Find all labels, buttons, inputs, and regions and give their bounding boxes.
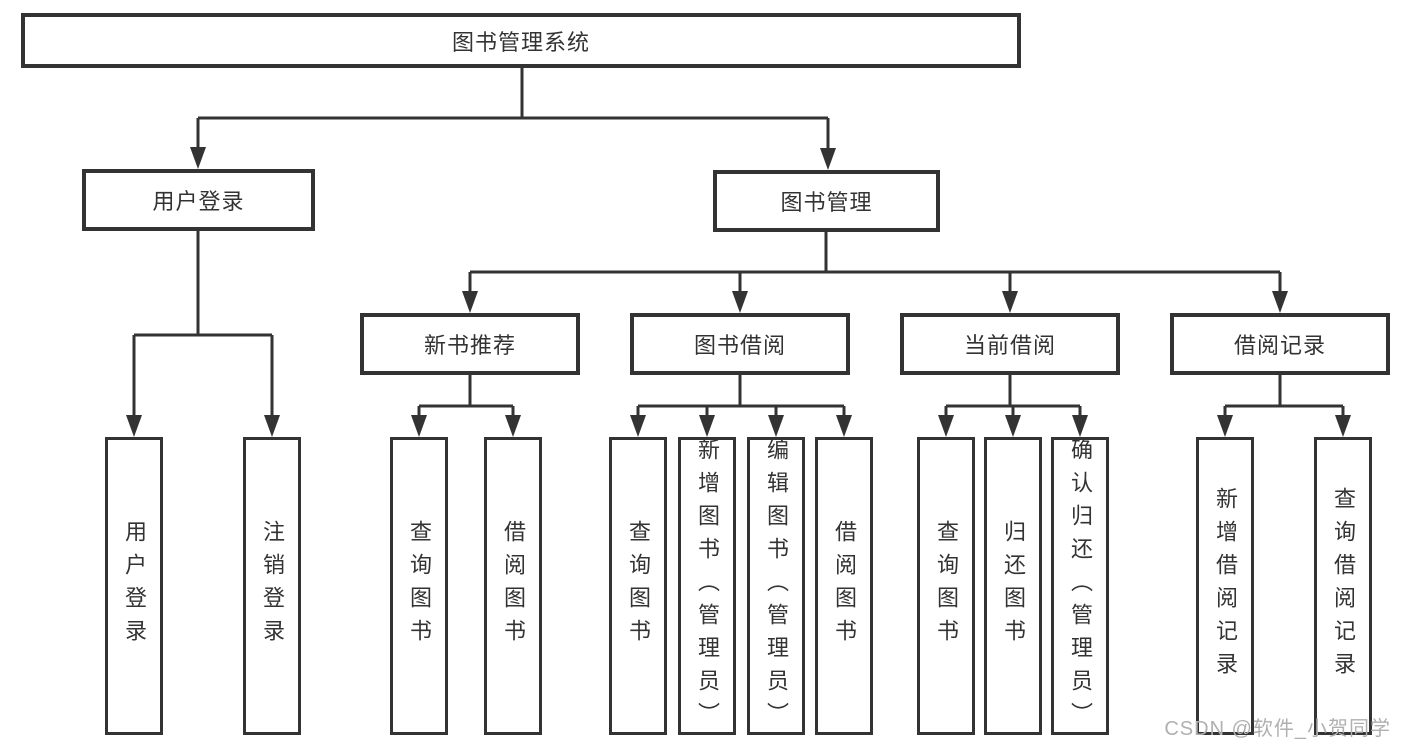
node-new-book-recommend-label: 新书推荐 <box>423 333 516 358</box>
arrowhead <box>462 291 478 313</box>
arrowhead <box>938 415 954 437</box>
arrowhead <box>1072 415 1088 437</box>
leaf-borrow-books-1: 借阅图书 <box>484 437 542 735</box>
node-new-book-recommend: 新书推荐 <box>360 313 580 375</box>
arrowheads <box>126 147 1351 437</box>
leaf-query-books-1: 查询图书 <box>390 437 448 735</box>
node-book-borrow: 图书借阅 <box>630 313 850 375</box>
leaf-add-borrow-record: 新增借阅记录 <box>1196 437 1254 735</box>
connector-path <box>132 68 1345 416</box>
node-borrow-records: 借阅记录 <box>1170 313 1390 375</box>
node-current-borrow: 当前借阅 <box>900 313 1120 375</box>
leaf-query-borrow-record-label: 查询借阅记录 <box>1331 487 1356 685</box>
leaf-return-books-label: 归还图书 <box>1001 520 1026 652</box>
leaf-add-borrow-record-label: 新增借阅记录 <box>1213 487 1238 685</box>
leaf-query-books-2: 查询图书 <box>609 437 667 735</box>
arrowhead <box>264 415 280 437</box>
leaf-borrow-books-2: 借阅图书 <box>815 437 873 735</box>
arrowhead <box>411 415 427 437</box>
leaf-query-books-3: 查询图书 <box>917 437 975 735</box>
arrowhead <box>836 415 852 437</box>
node-user-login: 用户登录 <box>82 169 315 231</box>
leaf-query-books-2-label: 查询图书 <box>626 520 651 652</box>
node-root-label: 图书管理系统 <box>451 29 590 55</box>
arrowhead <box>1002 291 1018 313</box>
node-book-borrow-label: 图书借阅 <box>693 333 786 358</box>
node-root: 图书管理系统 <box>21 13 1021 68</box>
arrowhead <box>126 415 142 437</box>
arrowhead <box>1217 415 1233 437</box>
arrowhead <box>190 147 206 169</box>
csdn-watermark: CSDN @软件_小贺同学 <box>1164 718 1391 740</box>
leaf-add-book-admin: 新增图书（管理员） <box>678 437 736 735</box>
arrowhead <box>820 148 836 170</box>
leaf-logout-label: 注销登录 <box>260 520 285 652</box>
node-book-management: 图书管理 <box>713 170 940 232</box>
leaf-logout: 注销登录 <box>243 437 301 735</box>
leaf-query-books-3-label: 查询图书 <box>934 520 959 652</box>
arrowhead <box>505 415 521 437</box>
leaf-edit-book-admin-label: 编辑图书（管理员） <box>764 437 789 735</box>
leaf-user-login-label: 用户登录 <box>122 520 147 652</box>
leaf-return-books: 归还图书 <box>984 437 1042 735</box>
arrowhead <box>732 291 748 313</box>
leaf-confirm-return-admin-label: 确认归还（管理员） <box>1068 437 1093 735</box>
leaf-add-book-admin-label: 新增图书（管理员） <box>695 437 720 735</box>
node-borrow-records-label: 借阅记录 <box>1233 333 1326 358</box>
arrowhead <box>768 415 784 437</box>
arrowhead <box>1335 415 1351 437</box>
leaf-borrow-books-1-label: 借阅图书 <box>501 520 526 652</box>
node-user-login-label: 用户登录 <box>152 189 245 214</box>
arrowhead <box>699 415 715 437</box>
leaf-edit-book-admin: 编辑图书（管理员） <box>747 437 805 735</box>
node-current-borrow-label: 当前借阅 <box>963 333 1056 358</box>
arrowhead <box>1005 415 1021 437</box>
leaf-query-borrow-record: 查询借阅记录 <box>1314 437 1372 735</box>
leaf-query-books-1-label: 查询图书 <box>407 520 432 652</box>
arrowhead <box>1272 291 1288 313</box>
leaf-confirm-return-admin: 确认归还（管理员） <box>1051 437 1109 735</box>
arrowhead <box>630 415 646 437</box>
node-book-management-label: 图书管理 <box>780 190 873 215</box>
leaf-user-login: 用户登录 <box>105 437 163 735</box>
leaf-borrow-books-2-label: 借阅图书 <box>832 520 857 652</box>
